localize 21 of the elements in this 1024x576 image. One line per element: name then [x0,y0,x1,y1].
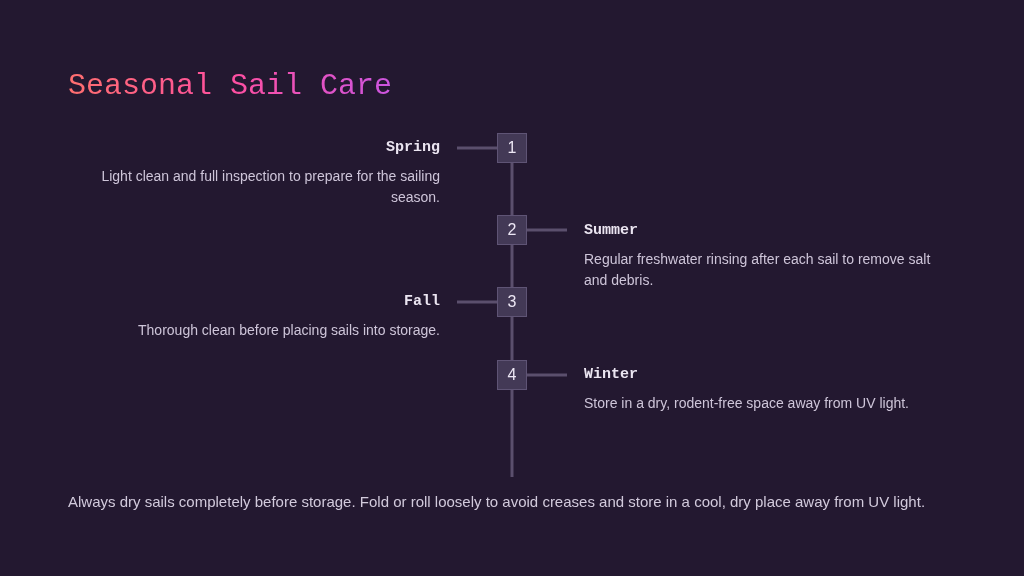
season-description: Light clean and full inspection to prepare for the sailing season. [100,167,440,207]
step-number-box: 2 [497,215,527,245]
connector-line [457,146,497,150]
connector-line [527,228,567,232]
season-description: Store in a dry, rodent-free space away from UV light. [584,394,910,413]
note-text: Always dry sails completely before storage. Fold or roll loosely to avoid creases and store in a cool, dry place away from UV light. [68,492,926,512]
timeline-line [510,163,514,215]
step-number-box: 4 [497,360,527,390]
timeline-line [510,317,514,360]
season-description: Thorough clean before placing sails into storage. [137,321,440,340]
season-heading: Winter [584,365,639,385]
connector-line [527,373,567,377]
season-heading: Fall [403,292,440,312]
step-number-box: 3 [497,287,527,317]
step-number-box: 1 [497,133,527,163]
timeline-line [510,390,514,477]
season-heading: Summer [584,221,639,241]
season-heading: Spring [385,138,440,158]
timeline-line [510,245,514,287]
season-description: Regular freshwater rinsing after each sail to remove salt and debris. [584,250,932,290]
connector-line [457,300,497,304]
